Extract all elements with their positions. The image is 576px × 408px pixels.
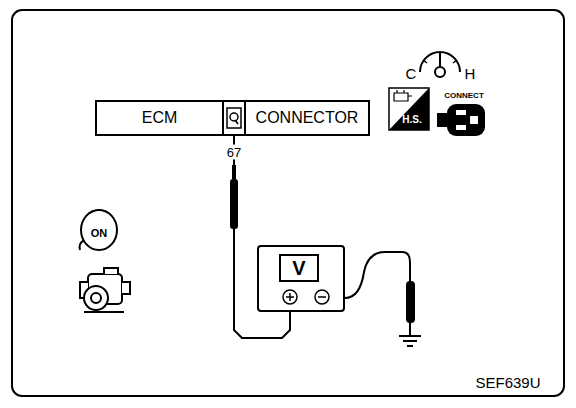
latch-tail xyxy=(235,120,238,124)
engine-icon xyxy=(84,311,124,313)
meter-display: V xyxy=(279,254,319,282)
key-on-mark: ON xyxy=(91,228,108,239)
connect-plug-icon xyxy=(447,104,485,136)
terminal-sign xyxy=(318,296,326,298)
connector-name: ECM xyxy=(142,109,178,127)
engine-icon xyxy=(84,286,108,310)
terminal-ring xyxy=(283,290,297,304)
hot-soak-icon xyxy=(389,88,429,130)
latch-ring xyxy=(230,113,238,121)
hot-soak-mark: H.S. xyxy=(402,115,421,125)
connect-mark: CONNECT xyxy=(444,92,484,100)
connect-plug-icon xyxy=(470,116,478,124)
temperature-gauge xyxy=(435,67,445,77)
latch-symbol xyxy=(224,102,244,134)
connector-latch-cell xyxy=(222,102,246,134)
terminal-ring xyxy=(315,290,329,304)
meter-unit: V xyxy=(292,257,305,280)
ground-lead xyxy=(407,282,414,322)
ecm-connector-box: ECM CONNECTOR xyxy=(95,100,370,136)
connect-plug-icon xyxy=(456,125,466,130)
figure-code: SEF639U xyxy=(475,375,540,390)
connect-plug-icon xyxy=(437,104,485,136)
ecm-cell: ECM xyxy=(97,102,222,134)
ground-lead xyxy=(403,340,417,342)
connector-word: CONNECTOR xyxy=(256,109,359,127)
engine-icon xyxy=(104,268,130,294)
connector-cell: CONNECTOR xyxy=(246,102,368,134)
pin-number: 67 xyxy=(225,145,243,160)
voltmeter-box: V xyxy=(257,245,345,312)
hot-soak-icon xyxy=(389,88,429,130)
ground-lead xyxy=(345,252,421,346)
hot-soak-icon xyxy=(389,88,429,130)
connect-plug-icon xyxy=(456,110,466,115)
engine-icon xyxy=(91,293,101,303)
gauge-cold-mark: C xyxy=(406,66,417,81)
positive-test-probe xyxy=(230,179,238,229)
gauge-hot-mark: H xyxy=(465,66,476,81)
latch-frame xyxy=(227,108,241,128)
engine-icon xyxy=(80,268,130,312)
positive-test-probe xyxy=(232,165,236,179)
ignition-key-icon xyxy=(88,210,110,214)
connect-plug-icon xyxy=(437,113,449,127)
ground-lead xyxy=(407,345,413,347)
terminal-sign xyxy=(289,293,291,301)
ignition-key-icon xyxy=(81,210,117,250)
ground-lead xyxy=(345,252,410,298)
ground-lead xyxy=(399,335,421,337)
hot-soak-icon xyxy=(394,90,412,101)
ignition-key-icon xyxy=(80,210,118,250)
meter-terminals xyxy=(259,285,343,309)
figure-frame xyxy=(12,10,564,396)
ground-lead xyxy=(409,322,411,336)
temperature-gauge xyxy=(439,52,441,67)
temperature-gauge xyxy=(420,52,460,77)
ignition-key-icon xyxy=(80,240,85,250)
positive-test-probe xyxy=(230,165,238,229)
